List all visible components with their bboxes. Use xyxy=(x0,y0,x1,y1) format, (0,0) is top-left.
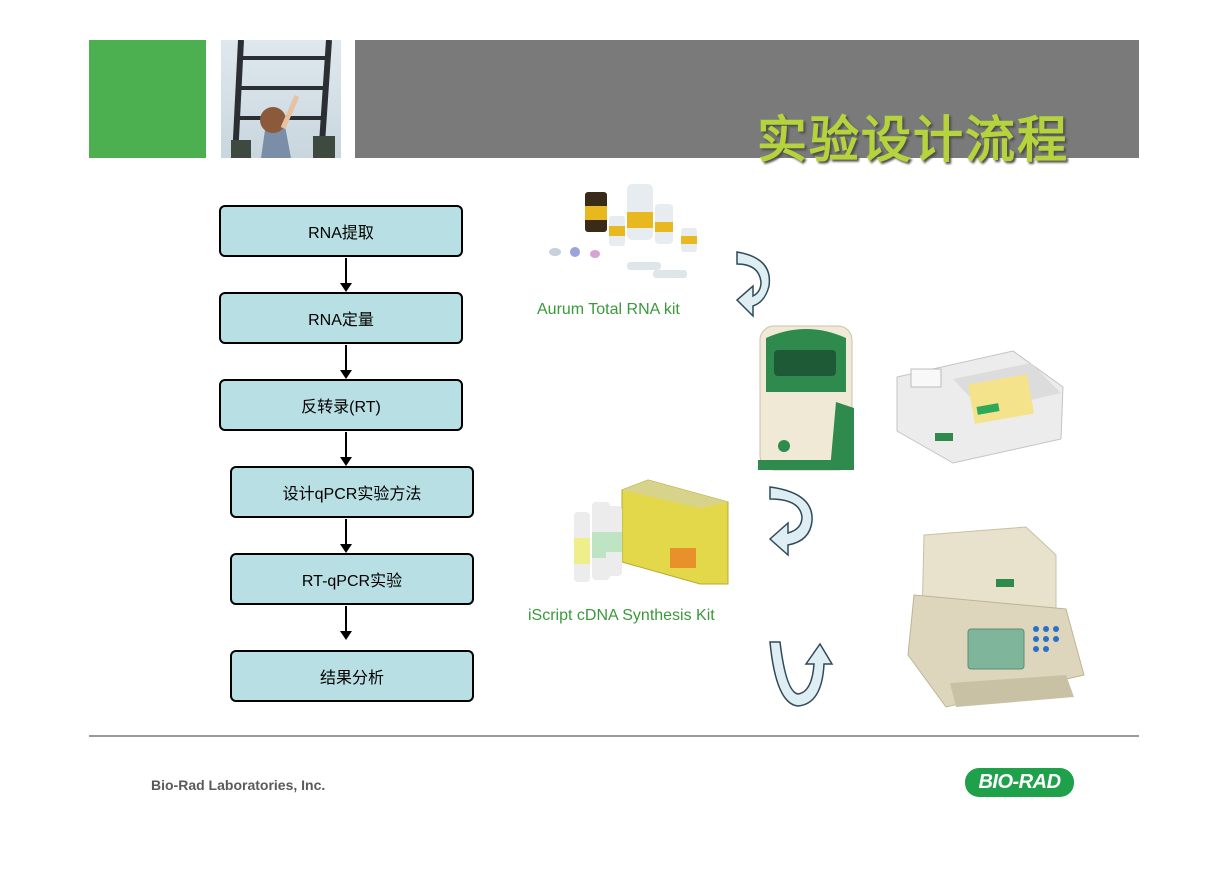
pcr-instrument-image xyxy=(907,526,1085,708)
footer-divider xyxy=(89,735,1139,737)
header-photo xyxy=(221,40,341,158)
step-result-analysis: 结果分析 xyxy=(230,650,474,702)
bio-rad-logo: BIO-RAD xyxy=(965,768,1074,797)
flow-arrow xyxy=(340,345,352,379)
step-reverse-transcription: 反转录(RT) xyxy=(219,379,463,431)
step-rna-extraction: RNA提取 xyxy=(219,205,463,257)
footer-company: Bio-Rad Laboratories, Inc. xyxy=(151,777,326,793)
spectrophotometer-image xyxy=(758,325,854,471)
flow-arrow xyxy=(340,519,352,553)
step-rna-quantification: RNA定量 xyxy=(219,292,463,344)
plate-reader-image xyxy=(896,350,1064,464)
child-climbing-image xyxy=(231,40,335,158)
slide-title: 实验设计流程 xyxy=(757,110,1069,169)
step-rt-qpcr: RT-qPCR实验 xyxy=(230,553,474,605)
cdna-kit-image xyxy=(574,479,729,585)
curved-arrow-icon xyxy=(735,251,771,318)
cdna-kit-label: iScript cDNA Synthesis Kit xyxy=(528,607,715,624)
step-design-qpcr: 设计qPCR实验方法 xyxy=(230,466,474,518)
logo-text: BIO-RAD xyxy=(978,771,1061,793)
header-green-block xyxy=(89,40,206,158)
rna-kit-image xyxy=(549,184,697,278)
flow-arrow xyxy=(340,258,352,292)
u-turn-arrow-icon xyxy=(769,641,834,707)
rna-kit-label: Aurum Total RNA kit xyxy=(537,301,680,318)
flow-arrow xyxy=(340,432,352,466)
header-title-bar: 实验设计流程 xyxy=(355,40,1139,169)
flow-arrow xyxy=(340,606,352,640)
curved-arrow-icon xyxy=(768,486,813,557)
